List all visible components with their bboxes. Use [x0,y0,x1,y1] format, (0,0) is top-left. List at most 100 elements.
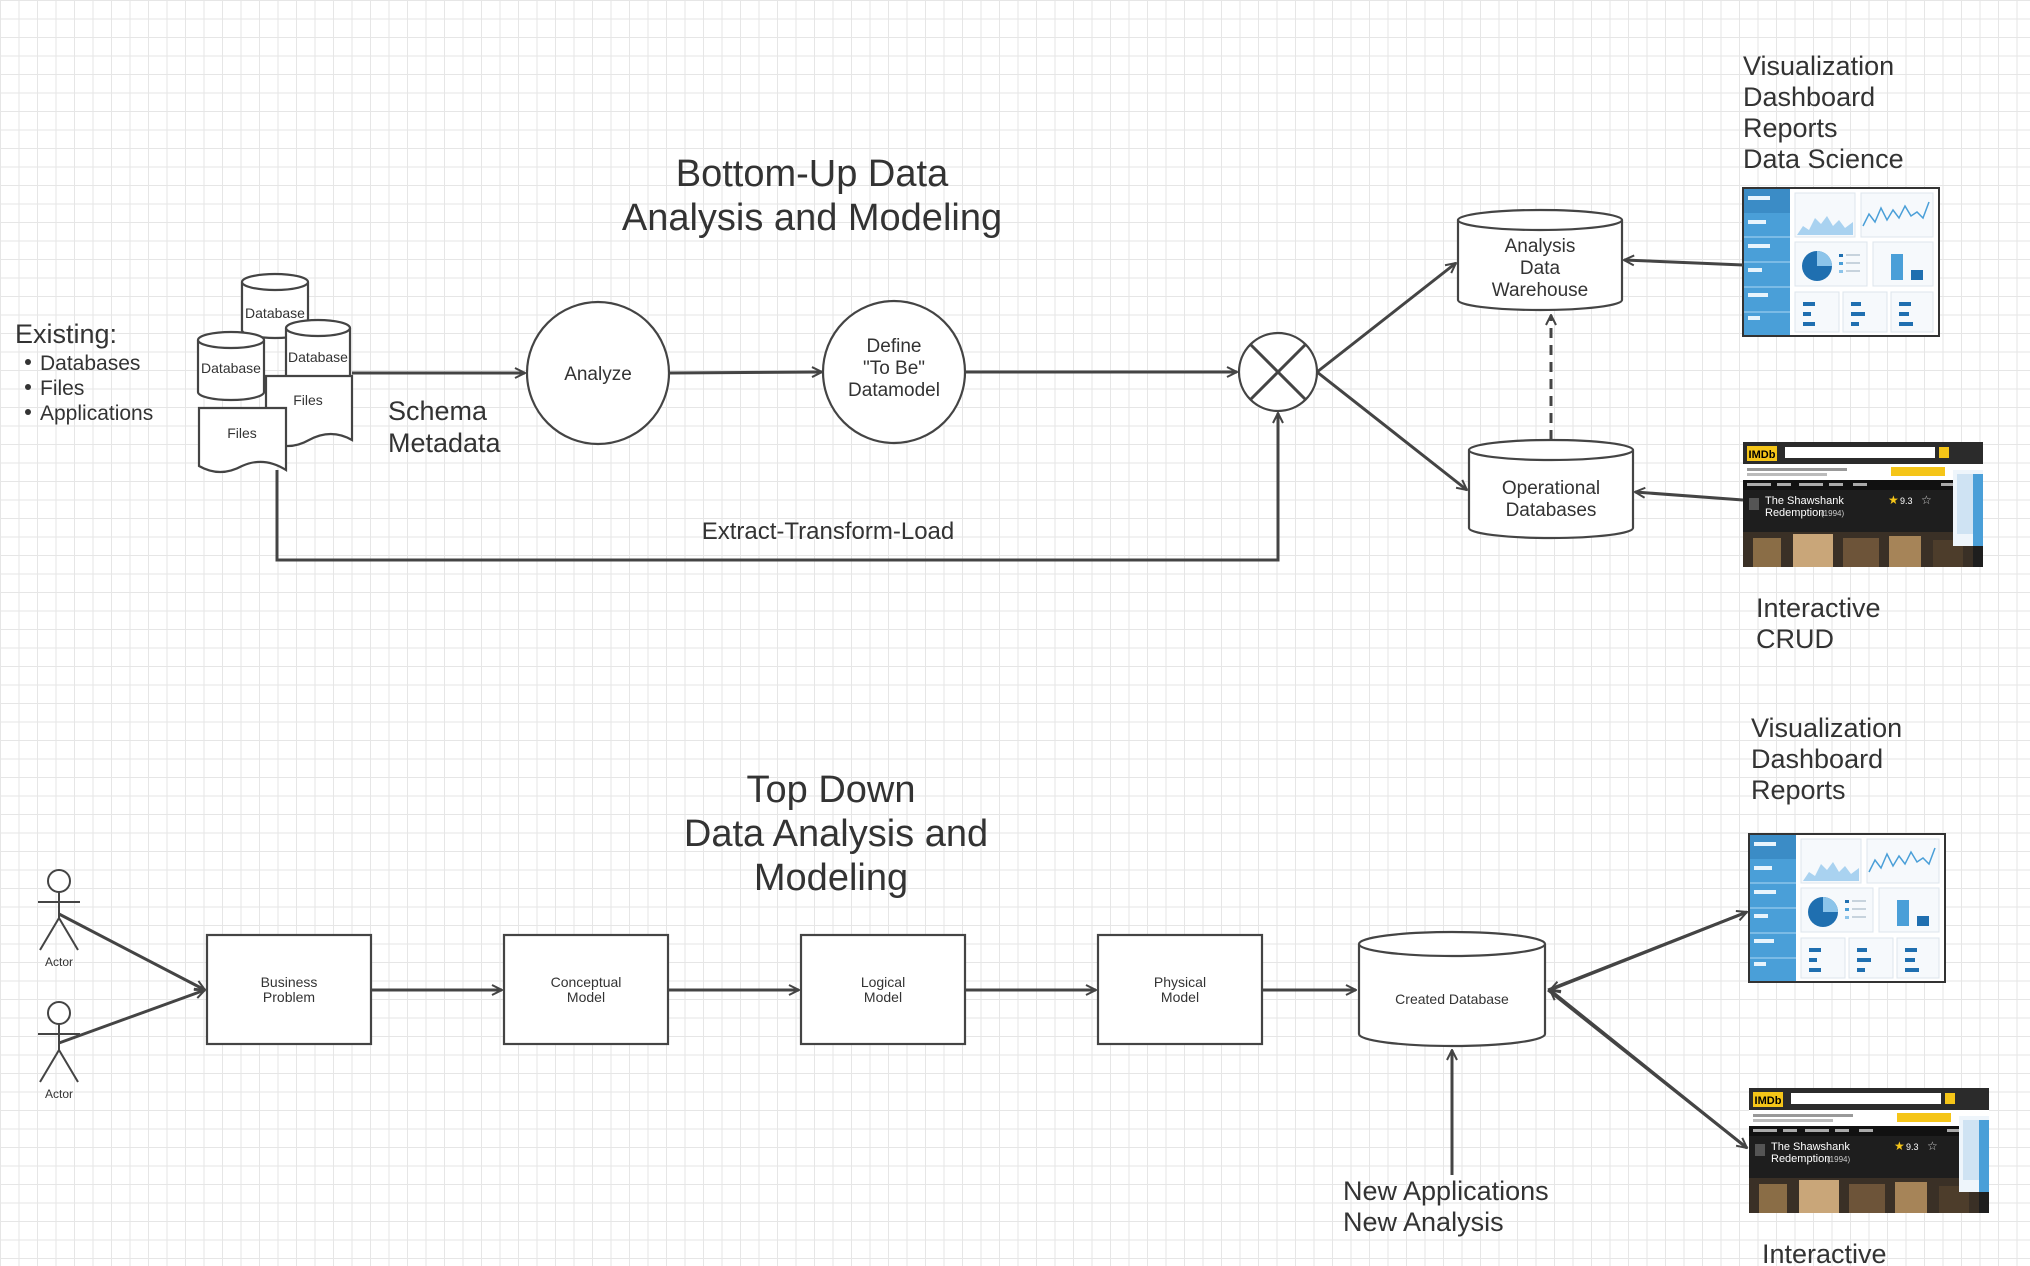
database-label-left: Database [201,360,261,376]
star-icon: ★ [1894,1139,1905,1153]
new-analysis-label: New Analysis [1343,1207,1504,1237]
imdb-movie-year: (1994) [1821,509,1844,518]
imdb-movie-title: The Shawshank [1765,495,1844,507]
define-label-line-3: Datamodel [848,380,940,401]
database-icon-right[interactable]: Database [284,318,352,388]
logical-model-line-1: Logical [861,974,905,990]
td-viz-label-line-2: Dashboard [1751,744,1883,774]
dashboard-thumbnail-top[interactable] [1742,187,1940,337]
imdb-movie-year: (1994) [1827,1155,1850,1164]
actor-bottom[interactable]: Actor [38,1001,80,1101]
top-down-viz-label: Visualization Dashboard Reports [1751,713,1902,805]
bottom-up-title-line-1: Bottom-Up Data [676,153,949,195]
define-label-line-1: Define [867,336,922,357]
conceptual-model-line-1: Conceptual [551,974,622,990]
existing-item-applications: Applications [40,402,153,425]
analysis-data-warehouse[interactable]: Analysis Data Warehouse [1456,208,1624,312]
imdb-logo-text: IMDb [1755,1095,1782,1107]
analyze-label: Analyze [564,364,632,385]
bottom-up-viz-label: Visualization Dashboard Reports Data Sci… [1743,51,1904,174]
crud-label-line-2: CRUD [1756,624,1834,654]
database-icon-left[interactable]: Database [196,330,266,402]
dashboard-to-warehouse-arrow [1624,260,1744,267]
rate-star-icon: ☆ [1927,1139,1938,1153]
td-crud-label-line-1: Interactive [1762,1239,1887,1266]
database-label-top: Database [245,305,305,321]
existing-heading: Existing: [15,319,117,349]
bullet-dot [25,359,31,365]
new-applications-label: New Applications [1343,1176,1549,1206]
existing-item-databases: Databases [40,352,140,375]
operational-label-line-1: Operational [1502,478,1600,499]
td-viz-label-line-1: Visualization [1751,713,1902,743]
imdb-thumbnail-top[interactable]: IMDb The Shawshank Redemption (1994) ★ 9… [1743,442,1983,567]
warehouse-label-line-1: Analysis [1505,236,1576,257]
imdb-logo-text: IMDb [1749,449,1776,461]
existing-item-files: Files [40,377,84,400]
imdb-to-created-db-arrow [1550,990,1748,1150]
rate-star-icon: ☆ [1921,493,1932,507]
physical-model-line-1: Physical [1154,974,1206,990]
warehouse-label-line-3: Warehouse [1492,280,1588,301]
logical-model-line-2: Model [864,989,902,1005]
imdb-rating: 9.3 [1906,1142,1919,1152]
etl-arrow [275,413,1278,562]
dashboard-thumbnail-bottom[interactable] [1748,833,1946,983]
top-down-title-line-3: Modeling [754,857,908,899]
td-viz-label-line-3: Reports [1751,775,1846,805]
created-database[interactable]: Created Database [1357,930,1547,1048]
created-database-label: Created Database [1395,991,1509,1007]
imdb-to-operational-arrow [1635,492,1744,502]
analyze-node[interactable]: Analyze [525,300,671,446]
star-icon: ★ [1888,493,1899,507]
business-problem-line-2: Problem [263,989,315,1005]
conceptual-model-box[interactable]: Conceptual Model [502,933,670,1046]
business-problem-line-1: Business [261,974,318,990]
imdb-rating: 9.3 [1900,496,1913,506]
dashboard-to-created-db-arrow [1550,910,1748,990]
imdb-thumbnail-bottom[interactable]: IMDb The Shawshank Redemption (1994) ★ 9… [1749,1088,1989,1213]
actor-top[interactable]: Actor [38,869,80,969]
physical-model-box[interactable]: Physical Model [1096,933,1264,1046]
files-icon-front[interactable]: Files [197,406,288,474]
viz-label-line-1: Visualization [1743,51,1894,81]
etl-label: Extract-Transform-Load [702,518,955,545]
data-sources-cluster[interactable]: Database Database Database Files Files [196,272,354,474]
actor-top-to-problem-arrow [58,912,205,992]
database-icon-top[interactable]: Database [240,272,310,340]
actor-label-top: Actor [45,955,73,969]
analyze-to-define-arrow [668,372,822,373]
top-down-title-line-1: Top Down [747,769,916,811]
imdb-movie-title-2: Redemption [1771,1153,1830,1165]
operational-label-line-2: Databases [1506,500,1597,521]
define-label-line-2: "To Be" [863,358,925,379]
logical-model-box[interactable]: Logical Model [799,933,967,1046]
actor-bottom-to-problem-arrow [58,990,205,1045]
viz-label-line-2: Dashboard [1743,82,1875,112]
database-label-right: Database [288,349,348,365]
junction-to-warehouse-arrow [1316,263,1456,374]
imdb-movie-title: The Shawshank [1771,1141,1850,1153]
schema-label: Schema [388,396,488,426]
define-datamodel-node[interactable]: Define "To Be" Datamodel [821,299,967,445]
top-down-title-line-2: Data Analysis and [684,813,988,855]
imdb-movie-title-2: Redemption [1765,507,1824,519]
bottom-up-title-line-2: Analysis and Modeling [622,197,1002,239]
physical-model-line-2: Model [1161,989,1199,1005]
junction-to-operational-arrow [1316,370,1467,490]
viz-label-line-3: Reports [1743,113,1838,143]
operational-databases[interactable]: Operational Databases [1467,438,1635,540]
conceptual-model-line-2: Model [567,989,605,1005]
business-problem-box[interactable]: Business Problem [205,933,373,1046]
existing-sources-list: Existing: Databases Files Applications [15,319,153,425]
bullet-dot [25,384,31,390]
files-label-front: Files [227,425,257,441]
junction-node[interactable] [1237,331,1319,413]
metadata-label: Metadata [388,428,502,458]
files-icon-back[interactable]: Files [264,374,354,448]
files-label-back: Files [293,392,323,408]
bottom-up-crud-label: Interactive CRUD [1756,593,1881,654]
crud-label-line-1: Interactive [1756,593,1881,623]
bullet-dot [25,409,31,415]
